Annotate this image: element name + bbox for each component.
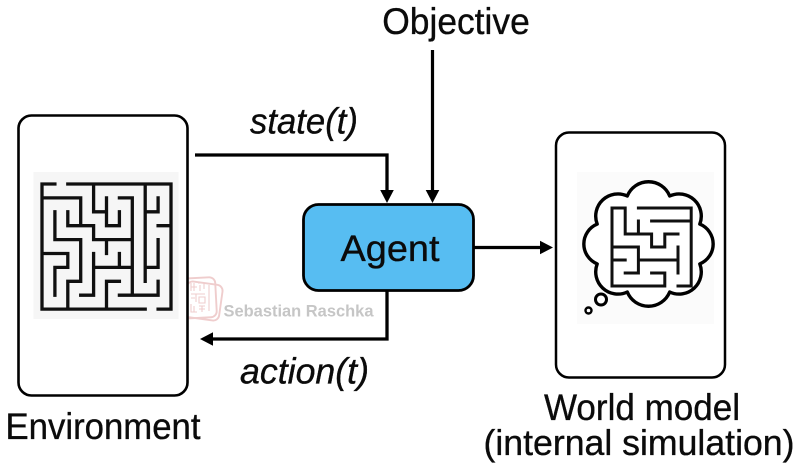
- svg-text:action(t): action(t): [240, 351, 369, 392]
- svg-text:Objective: Objective: [382, 1, 530, 42]
- svg-text:Agent: Agent: [341, 228, 441, 269]
- svg-text:Environment: Environment: [6, 406, 202, 447]
- svg-text:Sebastian Raschka: Sebastian Raschka: [224, 303, 375, 321]
- svg-text:(internal simulation): (internal simulation): [484, 422, 795, 463]
- svg-text:World model: World model: [544, 387, 740, 428]
- svg-text:state(t): state(t): [250, 101, 358, 142]
